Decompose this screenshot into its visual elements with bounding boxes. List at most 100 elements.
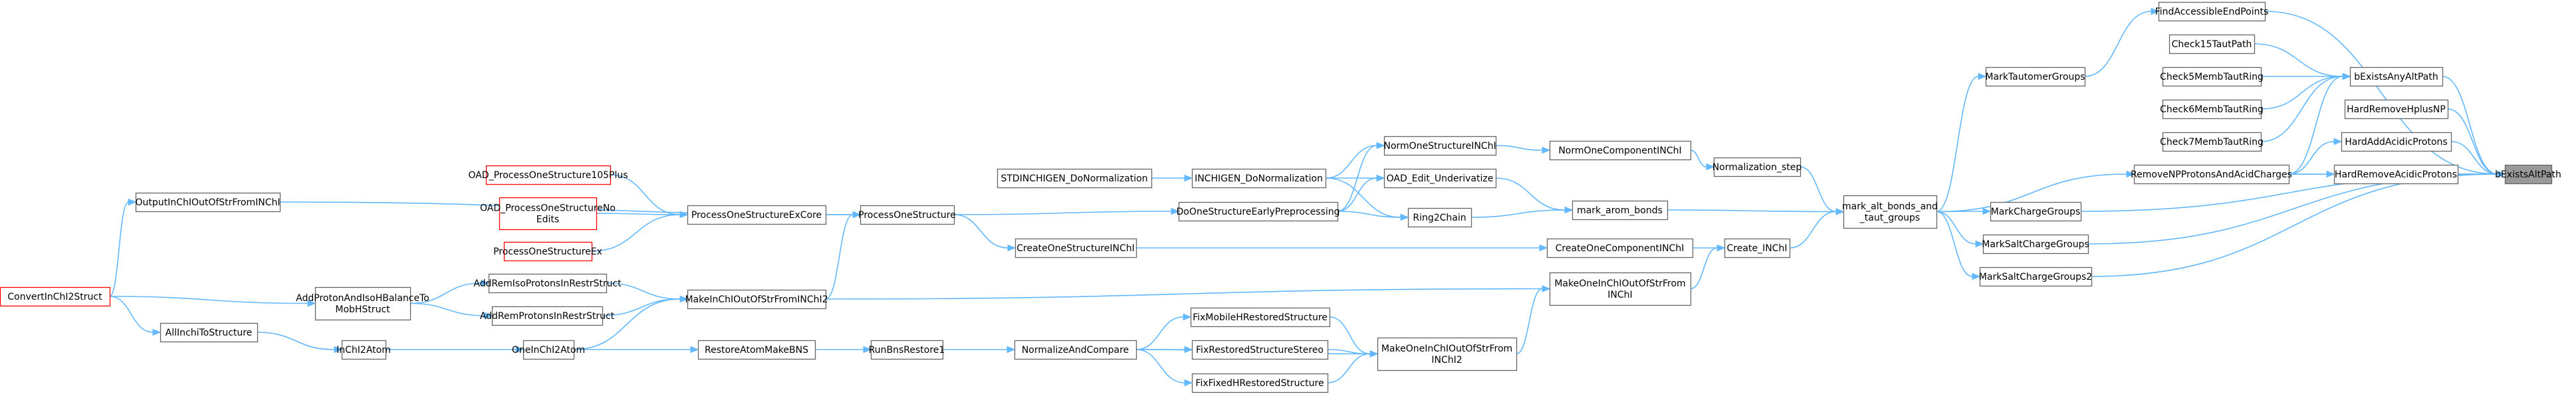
node-mark-arom-bonds[interactable]: mark_arom_bonds	[1572, 200, 1669, 221]
node-label: Ring2Chain	[1413, 213, 1466, 223]
node-add-rem-iso-protons-in-restr-struct[interactable]: AddRemIsoProtonsInRestrStruct	[473, 273, 622, 294]
node-check5-memb-taut-ring[interactable]: Check5MembTautRing	[2160, 66, 2264, 87]
edge-in-ch-i2-atom-to-one-in-ch-i2-atom	[386, 346, 525, 354]
node-hard-remove-hplus-np[interactable]: HardRemoveHplusNP	[2344, 99, 2449, 120]
node-label: ProcessOneStructureEx	[493, 247, 602, 257]
node-oad-edit-underivatize[interactable]: OAD_Edit_Underivatize	[1383, 168, 1497, 189]
node-box	[1014, 238, 1137, 259]
edge-stdinchigen-do-normalization-to-inchigen-do-normalization	[1151, 174, 1193, 182]
node-b-exists-alt-path[interactable]: bExistsAltPath	[2495, 164, 2561, 185]
node-box	[2162, 132, 2262, 152]
node-label: NormOneStructureINChI	[1383, 141, 1496, 152]
node-box	[485, 165, 612, 185]
node-mark-salt-charge-groups[interactable]: MarkSaltChargeGroups	[1982, 234, 2089, 255]
node-box	[2158, 1, 2266, 22]
node-label: FixMobileHRestoredStructure	[1193, 312, 1328, 323]
node-box	[2133, 164, 2290, 185]
node-remove-npprotons-and-acid-charges[interactable]: RemoveNPProtonsAndAcidCharges	[2131, 164, 2292, 185]
node-label: AddProtonAndIsoHBalanceTo	[296, 293, 429, 304]
edge-process-one-structure-to-create-one-structure-inch-i	[953, 214, 1016, 252]
edge-mark-alt-bonds-to-mark-salt-charge-groups2	[1936, 211, 1981, 280]
edge-one-in-ch-i2-atom-to-restore-atom-make-bns	[574, 346, 699, 354]
node-normalize-and-compare[interactable]: NormalizeAndCompare	[1014, 340, 1137, 360]
node-check6-memb-taut-ring[interactable]: Check6MembTautRing	[2160, 99, 2264, 120]
edge-mark-alt-bonds-to-mark-salt-charge-groups	[1936, 211, 1984, 248]
edge-inchigen-do-normalization-to-ring2-chain	[1325, 177, 1409, 221]
node-run-bns-restore1[interactable]: RunBnsRestore1	[869, 340, 945, 360]
edge-check15-taut-path-to-b-exists-any-alt-path	[2254, 43, 2351, 80]
node-label: mark_arom_bonds	[1577, 205, 1663, 216]
node-process-one-structure-ex[interactable]: ProcessOneStructureEx	[493, 241, 602, 262]
node-box	[687, 289, 827, 310]
node-fix-mobile-hrestored-structure[interactable]: FixMobileHRestoredStructure	[1190, 307, 1331, 328]
node-box	[503, 241, 593, 262]
node-box	[2162, 99, 2262, 120]
node-oad-process-one-structure105-plus[interactable]: OAD_ProcessOneStructure105Plus	[468, 165, 628, 185]
node-mark-salt-charge-groups2[interactable]: MarkSaltChargeGroups2	[1979, 266, 2092, 287]
node-label: Check15TautPath	[2172, 39, 2252, 50]
node-process-one-structure-ex-core[interactable]: ProcessOneStructureExCore	[687, 205, 827, 225]
node-box	[1985, 66, 2086, 87]
edge-process-one-structure-ex-to-process-one-structure-ex-core	[591, 211, 689, 252]
node-ring2-chain[interactable]: Ring2Chain	[1407, 207, 1472, 228]
node-inchigen-do-normalization[interactable]: INCHIGEN_DoNormalization	[1191, 168, 1327, 189]
edges-layer	[109, 7, 2506, 387]
node-mark-alt-bonds[interactable]: mark_alt_bonds_and_taut_groups	[1842, 195, 1938, 229]
node-check7-memb-taut-ring[interactable]: Check7MembTautRing	[2160, 132, 2264, 152]
node-norm-one-component-inch-i[interactable]: NormOneComponentINChI	[1549, 140, 1692, 161]
node-box	[2162, 66, 2262, 87]
node-box	[1713, 157, 1802, 177]
node-create-one-structure-inch-i[interactable]: CreateOneStructureINChI	[1014, 238, 1137, 259]
edge-ring2-chain-to-mark-arom-bonds	[1470, 206, 1574, 218]
edge-mark-arom-bonds-to-mark-alt-bonds	[1667, 208, 1845, 215]
edge-normalize-and-compare-to-fix-fixed-hrestored-structure	[1135, 349, 1193, 387]
node-label: ProcessOneStructureExCore	[691, 210, 822, 221]
node-do-one-structure-early-preprocessing[interactable]: DoOneStructureEarlyPreprocessing	[1176, 201, 1340, 222]
node-box	[488, 273, 608, 294]
node-label: OAD_Edit_Underivatize	[1387, 173, 1494, 184]
node-box	[1407, 207, 1472, 228]
node-box	[0, 286, 111, 307]
node-b-exists-any-alt-path[interactable]: bExistsAnyAltPath	[2349, 66, 2444, 87]
node-label: NormOneComponentINChI	[1558, 146, 1681, 156]
node-one-in-ch-i2-atom[interactable]: OneInChI2Atom	[512, 340, 585, 360]
node-output-in-ch-iout-of-str-from-inch-i[interactable]: OutputInChIOutOfStrFromINChI	[136, 192, 281, 213]
edge-normalization-step-to-mark-alt-bonds	[1800, 166, 1845, 215]
node-create-one-component-inch-i[interactable]: CreateOneComponentINChI	[1546, 238, 1694, 259]
node-box	[1383, 136, 1497, 156]
node-box	[1191, 168, 1327, 189]
node-restore-atom-make-bns[interactable]: RestoreAtomMakeBNS	[697, 340, 816, 360]
node-box	[1549, 272, 1692, 306]
node-hard-remove-acidic-protons[interactable]: HardRemoveAcidicProtons	[2333, 164, 2459, 185]
node-label: Check6MembTautRing	[2160, 104, 2264, 115]
node-normalization-step[interactable]: Normalization_step	[1712, 157, 1802, 177]
node-stdinchigen-do-normalization[interactable]: STDINCHIGEN_DoNormalization	[996, 168, 1153, 189]
node-create-inch-i[interactable]: Create_INChI	[1724, 238, 1791, 259]
node-box	[499, 197, 598, 231]
node-find-accessible-end-points[interactable]: FindAccessibleEndPoints	[2155, 1, 2269, 22]
node-convert-in-ch-i2-struct[interactable]: ConvertInChI2Struct	[0, 286, 111, 307]
node-box	[1724, 238, 1791, 259]
node-fix-restored-structure-stereo[interactable]: FixRestoredStructureStereo	[1191, 340, 1329, 360]
node-box	[1377, 337, 1518, 371]
node-process-one-structure[interactable]: ProcessOneStructure	[858, 205, 956, 225]
node-hard-add-acidic-protons[interactable]: HardAddAcidicProtons	[2341, 132, 2452, 152]
node-label: MarkSaltChargeGroups2	[1979, 272, 2092, 282]
node-label: OutputInChIOutOfStrFromINChI	[136, 197, 281, 208]
node-label: INChI	[1607, 290, 1632, 300]
node-in-ch-i2-atom[interactable]: InChI2Atom	[336, 340, 391, 360]
node-mark-tautomer-groups[interactable]: MarkTautomerGroups	[1985, 66, 2086, 87]
node-fix-fixed-hrestored-structure[interactable]: FixFixedHRestoredStructure	[1191, 373, 1329, 393]
node-all-inchi-to-structure[interactable]: AllInchiToStructure	[160, 322, 259, 343]
node-norm-one-structure-inch-i[interactable]: NormOneStructureINChI	[1383, 136, 1497, 156]
node-check15-taut-path[interactable]: Check15TautPath	[2168, 34, 2256, 54]
node-make-in-ch-iout-of-str-from-inch-i2[interactable]: MakeInChIOutOfStrFromINChI2	[685, 289, 828, 310]
node-box	[523, 340, 575, 360]
node-mark-charge-groups[interactable]: MarkChargeGroups	[1990, 201, 2082, 222]
node-add-rem-protons-in-restr-struct[interactable]: AddRemProtonsInRestrStruct	[480, 306, 615, 326]
node-label: FindAccessibleEndPoints	[2155, 7, 2269, 17]
